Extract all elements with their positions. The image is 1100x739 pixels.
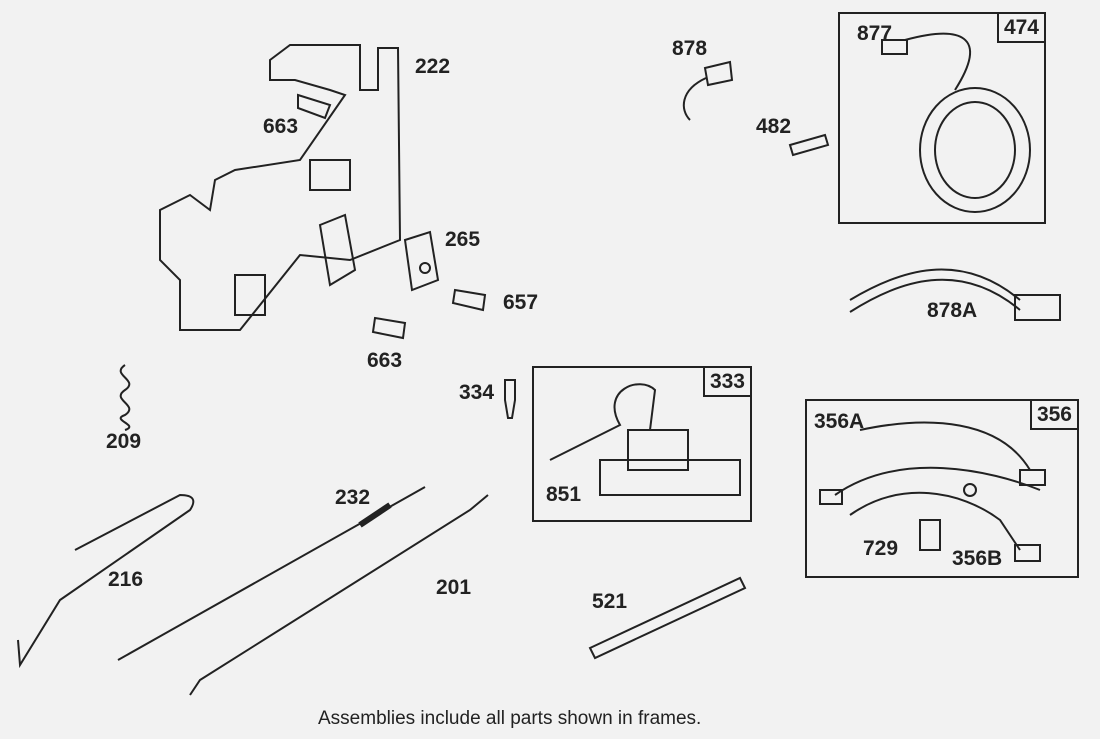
spring-209 <box>119 364 131 431</box>
wire-878 <box>682 60 734 121</box>
part-label-216: 216 <box>108 568 144 591</box>
part-label-657: 657 <box>503 291 539 314</box>
screw-334 <box>504 379 516 419</box>
screw-482 <box>788 133 830 157</box>
frame-label-356: 356 <box>1029 399 1079 430</box>
link-216 <box>17 493 195 669</box>
harness-878A <box>849 268 1061 321</box>
part-label-851: 851 <box>546 483 582 506</box>
frame-356: 356 <box>805 399 1079 578</box>
part-label-878: 878 <box>672 37 708 60</box>
control-bracket <box>159 44 402 331</box>
armature-851 <box>549 383 741 496</box>
frame-label-333: 333 <box>702 366 752 397</box>
part-label-729: 729 <box>863 537 899 560</box>
bolt-657 <box>451 288 487 312</box>
part-label-232: 232 <box>335 486 371 509</box>
harness-356 <box>819 421 1046 562</box>
part-label-877: 877 <box>857 22 893 45</box>
part-label-265: 265 <box>445 228 481 251</box>
part-label-356B: 356B <box>952 547 1003 570</box>
rod-232 <box>117 486 426 661</box>
part-label-663: 663 <box>263 115 299 138</box>
part-label-222: 222 <box>415 55 451 78</box>
rod-201 <box>189 494 489 696</box>
frame-333: 333 <box>532 366 752 522</box>
caption: Assemblies include all parts shown in fr… <box>318 708 702 729</box>
part-label-482: 482 <box>756 115 792 138</box>
frame-474: 474 <box>838 12 1046 224</box>
part-label-521: 521 <box>592 590 628 613</box>
bolt-663-bottom <box>371 316 407 340</box>
part-label-878A: 878A <box>927 299 978 322</box>
clip-265 <box>403 230 440 292</box>
part-label-201: 201 <box>436 576 472 599</box>
bolt-663-top <box>297 93 332 120</box>
part-label-663-b: 663 <box>367 349 403 372</box>
frame-label-474: 474 <box>996 12 1046 43</box>
stator-877 <box>881 32 1031 213</box>
part-label-356A: 356A <box>814 410 865 433</box>
part-label-334: 334 <box>459 381 495 404</box>
rod-521 <box>588 576 747 660</box>
part-label-209: 209 <box>106 430 142 453</box>
